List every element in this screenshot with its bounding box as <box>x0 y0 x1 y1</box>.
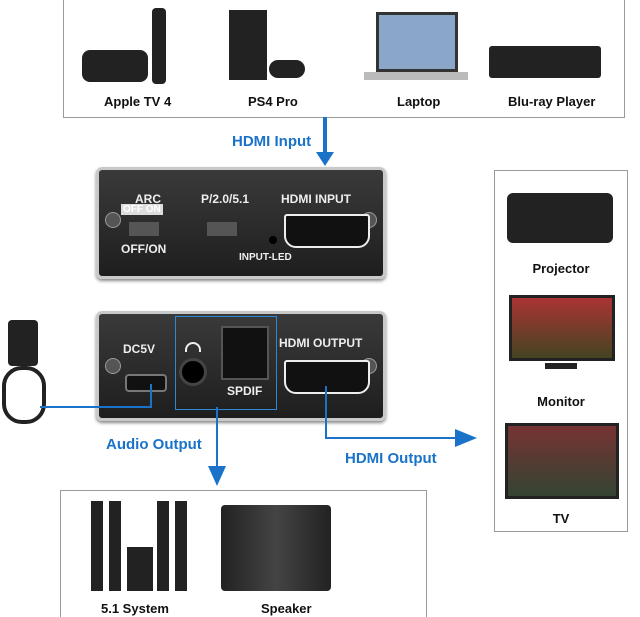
controller-icon <box>269 60 305 78</box>
laptop-icon <box>376 12 458 72</box>
screw-icon <box>105 358 121 374</box>
power-line-vertical <box>150 384 152 408</box>
tower-speaker-icon <box>157 501 169 591</box>
spdif-label: SPDIF <box>227 384 263 398</box>
arrow-right-icon <box>455 429 477 447</box>
off-on-label: OFF/ON <box>121 242 167 256</box>
hdmi-input-line <box>323 117 327 153</box>
audio-output-line <box>216 407 218 467</box>
tower-speaker-icon <box>109 501 121 591</box>
micro-usb-port <box>125 374 167 392</box>
display-label-tv: TV <box>552 511 570 526</box>
arc-sub-label: OFF ON <box>121 204 163 215</box>
monitor-icon <box>509 295 615 361</box>
projector-icon <box>507 193 613 243</box>
apple-tv-icon <box>82 50 148 82</box>
arrow-down-icon <box>316 152 334 166</box>
spdif-port <box>221 326 269 380</box>
tv-icon <box>505 423 619 499</box>
power-adapter-icon <box>8 320 38 366</box>
center-speaker-icon <box>127 547 153 591</box>
power-line <box>40 406 152 408</box>
screw-icon <box>105 212 121 228</box>
display-label-projector: Projector <box>532 261 590 276</box>
tower-speaker-icon <box>91 501 103 591</box>
hdmi-input-port <box>284 214 370 248</box>
laptop-base-icon <box>364 72 468 80</box>
audio-label-5-1-system: 5.1 System <box>101 601 169 616</box>
hdmi-output-label: HDMI Output <box>345 450 437 467</box>
headphone-icon <box>185 342 201 352</box>
audio-output-label: Audio Output <box>106 436 202 453</box>
tower-speaker-icon <box>175 501 187 591</box>
source-label-ps4: PS4 Pro <box>248 94 298 109</box>
bluray-icon <box>489 46 601 78</box>
audio-ports-highlight <box>175 316 277 410</box>
arc-label: ARC <box>135 192 161 206</box>
audio-label-speaker: Speaker <box>261 601 312 616</box>
hdmi-input-label: HDMI Input <box>232 133 312 150</box>
mode-switch[interactable] <box>207 222 237 236</box>
mode-label: P/2.0/5.1 <box>201 192 250 206</box>
hdmi-input-port-label: HDMI INPUT <box>281 192 351 206</box>
hdmi-output-line-horizontal <box>325 437 457 439</box>
arc-switch[interactable] <box>129 222 159 236</box>
ps4-icon <box>229 10 267 80</box>
source-label-bluray: Blu-ray Player <box>508 94 596 109</box>
hdmi-output-port-label: HDMI OUTPUT <box>279 336 363 350</box>
monitor-stand-icon <box>545 363 577 369</box>
sources-box: Apple TV 4 PS4 Pro Laptop Blu-ray Player <box>63 0 625 118</box>
dc5v-label: DC5V <box>123 342 156 356</box>
source-label-apple-tv: Apple TV 4 <box>104 94 172 109</box>
remote-icon <box>152 8 166 84</box>
headphone-jack <box>179 358 207 386</box>
audio-devices-box: 5.1 System Speaker <box>60 490 427 617</box>
source-label-laptop: Laptop <box>397 94 441 109</box>
power-cable <box>2 366 46 424</box>
device-front-panel: ARC OFF ON OFF/ON P/2.0/5.1 HDMI INPUT I… <box>96 167 386 279</box>
displays-box: Projector Monitor TV <box>494 170 628 532</box>
arrow-down-icon <box>208 466 226 486</box>
hdmi-output-port <box>284 360 370 394</box>
input-led-label: INPUT-LED <box>239 252 292 263</box>
speaker-system-icon <box>221 505 331 591</box>
input-led <box>269 236 277 244</box>
hdmi-output-line <box>325 386 327 438</box>
display-label-monitor: Monitor <box>537 394 585 409</box>
device-back-panel: DC5V SPDIF HDMI OUTPUT <box>96 311 386 421</box>
